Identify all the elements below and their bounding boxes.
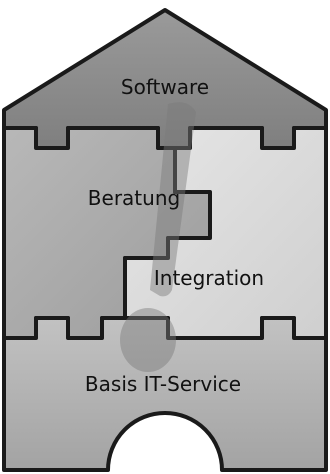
exclamation-mark-icon	[150, 102, 196, 297]
right-label: Integration	[154, 266, 264, 290]
base-label: Basis IT-Service	[85, 372, 241, 396]
roof-label: Software	[121, 75, 209, 99]
base-piece	[2, 316, 328, 472]
left-label: Beratung	[88, 186, 180, 210]
exclamation-dot-icon	[120, 308, 176, 372]
